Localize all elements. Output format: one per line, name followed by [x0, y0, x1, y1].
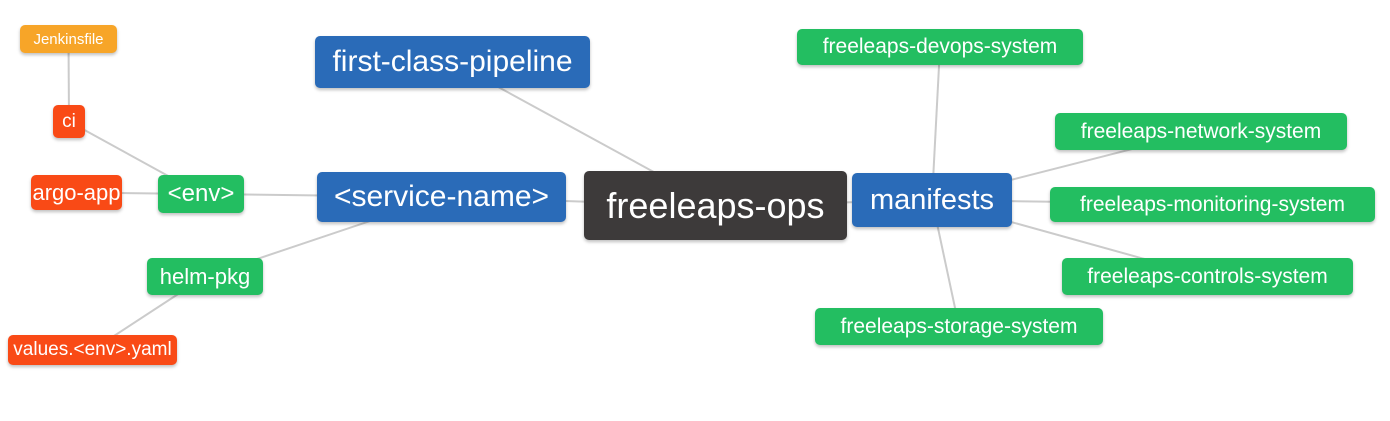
node-first-class-pipeline[interactable]: first-class-pipeline: [315, 36, 590, 88]
node-env-label: <env>: [167, 180, 235, 207]
node-freeleaps-ops-label: freeleaps-ops: [606, 184, 825, 226]
node-helm-pkg-label: helm-pkg: [159, 263, 251, 289]
node-service-name[interactable]: <service-name>: [317, 172, 566, 222]
node-freeleaps-devops-system-label: freeleaps-devops-system: [822, 35, 1058, 58]
node-argo-app-label: argo-app: [32, 179, 121, 205]
node-freeleaps-monitoring-system[interactable]: freeleaps-monitoring-system: [1050, 187, 1375, 222]
node-manifests-label: manifests: [869, 183, 995, 216]
node-env[interactable]: <env>: [158, 175, 244, 213]
node-freeleaps-monitoring-system-label: freeleaps-monitoring-system: [1080, 192, 1345, 216]
node-freeleaps-storage-system[interactable]: freeleaps-storage-system: [815, 308, 1103, 345]
node-jenkinsfile[interactable]: Jenkinsfile: [20, 25, 117, 53]
node-ci-label: ci: [62, 110, 76, 132]
node-freeleaps-network-system-label: freeleaps-network-system: [1080, 119, 1322, 143]
node-values-env-yaml[interactable]: values.<env>.yaml: [8, 335, 177, 365]
node-values-env-yaml-label: values.<env>.yaml: [13, 339, 172, 360]
node-service-name-label: <service-name>: [333, 180, 550, 213]
node-freeleaps-ops[interactable]: freeleaps-ops: [584, 171, 847, 240]
node-first-class-pipeline-label: first-class-pipeline: [332, 45, 573, 78]
node-freeleaps-controls-system[interactable]: freeleaps-controls-system: [1062, 258, 1353, 295]
node-freeleaps-network-system[interactable]: freeleaps-network-system: [1055, 113, 1347, 150]
node-argo-app[interactable]: argo-app: [31, 175, 122, 210]
node-helm-pkg[interactable]: helm-pkg: [147, 258, 263, 295]
node-jenkinsfile-label: Jenkinsfile: [33, 30, 104, 48]
node-manifests[interactable]: manifests: [852, 173, 1012, 227]
node-freeleaps-controls-system-label: freeleaps-controls-system: [1087, 264, 1328, 288]
node-freeleaps-devops-system[interactable]: freeleaps-devops-system: [797, 29, 1083, 65]
node-freeleaps-storage-system-label: freeleaps-storage-system: [840, 314, 1078, 338]
node-ci[interactable]: ci: [53, 105, 85, 138]
